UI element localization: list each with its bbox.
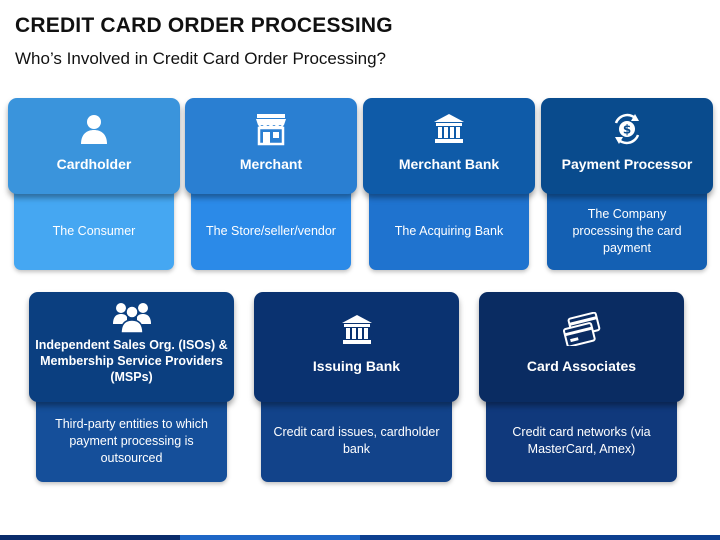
card-label: Independent Sales Org. (ISOs) & Membersh… xyxy=(35,338,228,384)
card-header: Cardholder xyxy=(8,98,180,194)
group-icon xyxy=(112,300,151,339)
card-label: Cardholder xyxy=(56,156,132,172)
bank-icon xyxy=(433,113,465,150)
card-label: Payment Processor xyxy=(561,156,693,172)
card-label: Issuing Bank xyxy=(312,358,401,374)
card-header: $ Payment Processor xyxy=(541,98,713,194)
person-icon xyxy=(79,113,109,150)
svg-text:$: $ xyxy=(623,123,631,137)
card-header: Merchant Bank xyxy=(363,98,535,194)
card-iso-msp: Independent Sales Org. (ISOs) & Membersh… xyxy=(29,292,234,482)
card-header: Issuing Bank xyxy=(254,292,459,402)
card-issuing-bank: Issuing Bank Credit card issues, cardhol… xyxy=(254,292,459,482)
card-merchant: Merchant The Store/seller/vendor xyxy=(185,98,357,270)
footer-accent-bar xyxy=(0,535,720,540)
card-cardholder: Cardholder The Consumer xyxy=(8,98,180,270)
card-description: The Acquiring Bank xyxy=(369,178,529,270)
card-description: Third-party entities to which payment pr… xyxy=(36,386,227,482)
card-label: Merchant xyxy=(239,156,303,172)
card-header: Independent Sales Org. (ISOs) & Membersh… xyxy=(29,292,234,402)
card-description: Credit card issues, cardholder bank xyxy=(261,386,452,482)
card-label: Merchant Bank xyxy=(398,156,500,172)
bank-icon xyxy=(341,314,373,351)
card-label: Card Associates xyxy=(526,358,637,374)
page-title: CREDIT CARD ORDER PROCESSING xyxy=(15,14,393,37)
page-subtitle: Who’s Involved in Credit Card Order Proc… xyxy=(15,49,387,68)
card-payment-processor: $ Payment Processor The Company processi… xyxy=(541,98,713,270)
card-header: Merchant xyxy=(185,98,357,194)
storefront-icon xyxy=(254,112,288,151)
dollar-cycle-icon: $ xyxy=(610,111,644,152)
card-card-associates: Card Associates Credit card networks (vi… xyxy=(479,292,684,482)
credit-cards-icon xyxy=(561,311,603,351)
card-header: Card Associates xyxy=(479,292,684,402)
card-description: Credit card networks (via MasterCard, Am… xyxy=(486,386,677,482)
card-merchant-bank: Merchant Bank The Acquiring Bank xyxy=(363,98,535,270)
